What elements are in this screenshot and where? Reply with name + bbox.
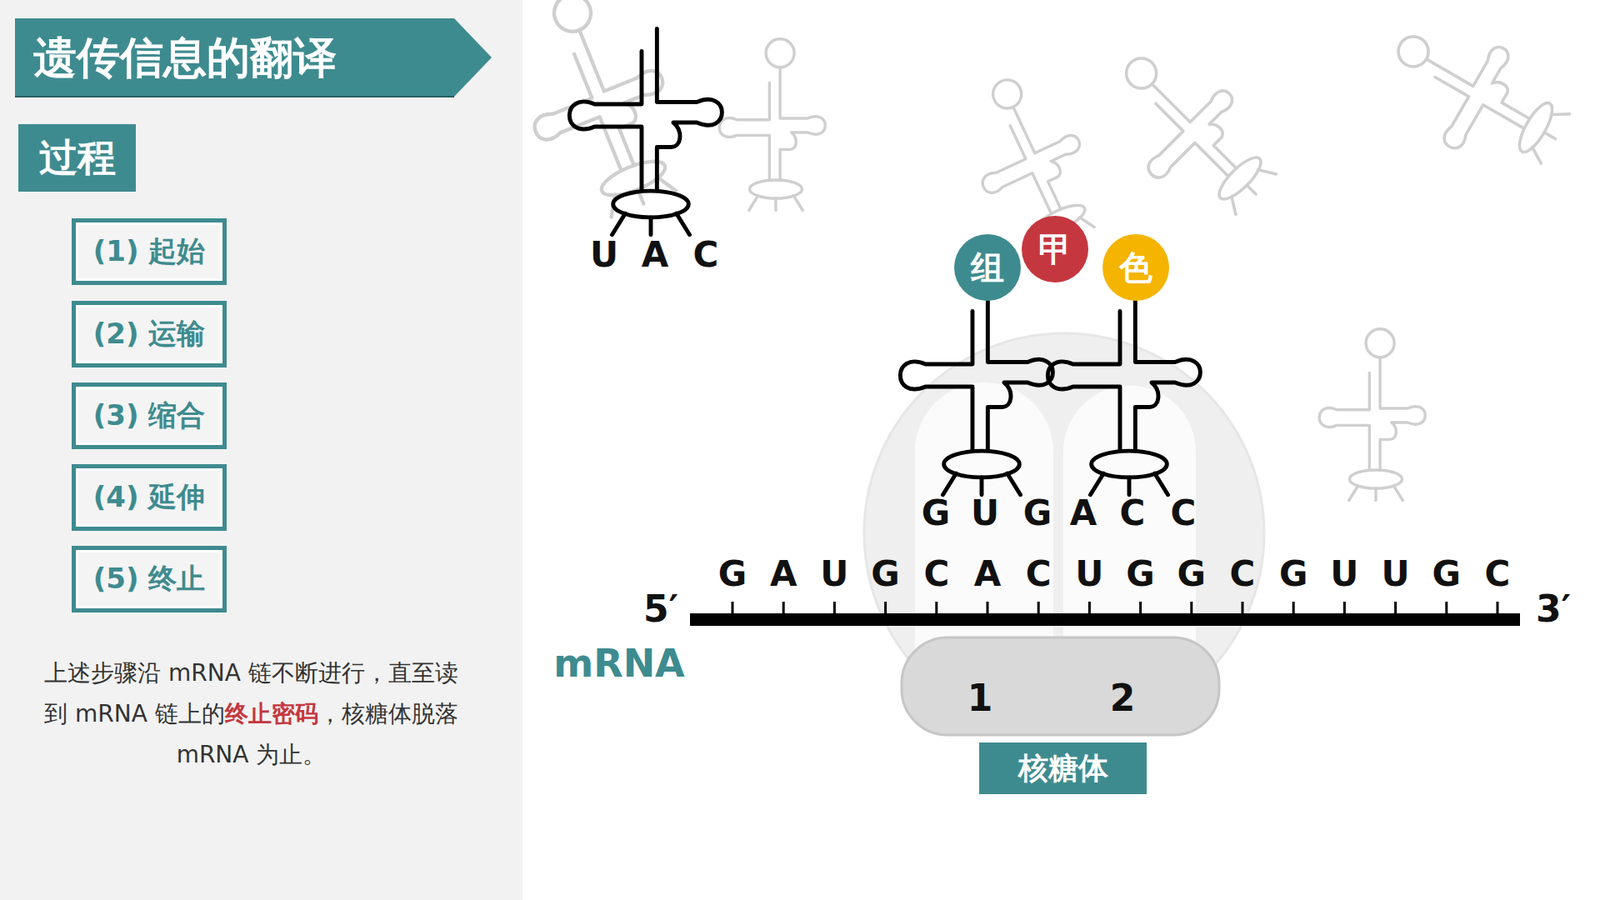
mrna-ticks — [732, 601, 1498, 617]
title-text: 遗传信息的翻译 — [33, 18, 337, 97]
anticodon-base: G — [921, 495, 950, 531]
ribosome — [864, 333, 1265, 735]
background-trna — [1319, 329, 1425, 501]
background-trna — [492, 0, 703, 231]
codon-base: G — [1432, 556, 1461, 592]
title-banner — [15, 18, 492, 97]
step-box: (1) 起始 — [71, 218, 227, 285]
codon-base: A — [770, 556, 798, 592]
background-trna — [1368, 2, 1582, 190]
node-text: (5) 终止 — [93, 560, 206, 599]
site-number: 2 — [1110, 680, 1136, 717]
step-box: (2) 运输 — [71, 300, 227, 368]
codon-base: U — [1075, 556, 1104, 592]
step-box: (5) 终止 — [71, 545, 227, 613]
base-tick — [1394, 601, 1397, 617]
anticodon-base: C — [693, 237, 720, 273]
codon-base: U — [1330, 556, 1359, 592]
amino-acid-circle: 色 — [1102, 234, 1170, 301]
anticodon-base: C — [1170, 495, 1197, 531]
node-text: (3) 缩合 — [93, 396, 206, 435]
site-number: 1 — [967, 680, 994, 717]
base-tick — [1445, 601, 1448, 617]
node-text: 过程 — [39, 132, 116, 185]
codon-base: C — [923, 556, 950, 592]
codon-base: G — [1177, 556, 1206, 592]
base-tick — [1343, 601, 1346, 617]
base-tick — [935, 601, 938, 617]
codon-base: A — [974, 556, 1002, 592]
codon-base: G — [870, 556, 900, 592]
ribosome-label-box: 核糖体 — [979, 742, 1147, 795]
base-tick — [1037, 601, 1040, 617]
node-text: 色 — [1119, 245, 1153, 291]
trna — [900, 288, 1053, 495]
anticodon-base: G — [1023, 495, 1052, 531]
strand-name: mRNA — [553, 644, 685, 683]
codon-base: C — [1485, 556, 1511, 592]
anticodon-base: U — [970, 495, 1000, 531]
highlight-term: 终止密码 — [225, 700, 319, 728]
anticodon-base: A — [641, 237, 670, 273]
background-trna — [719, 39, 825, 211]
node-text: (2) 运输 — [93, 315, 206, 354]
node-text: (4) 延伸 — [93, 478, 206, 517]
strand-end: 3′ — [1535, 590, 1571, 628]
amino-acid-circle: 组 — [954, 234, 1021, 301]
base-tick — [833, 601, 836, 617]
codon-base: U — [1381, 556, 1410, 592]
codon-base: U — [820, 556, 849, 592]
mrna-strand — [690, 601, 1520, 626]
base-tick — [1241, 601, 1245, 617]
node-text: 组 — [970, 245, 1005, 291]
base-tick — [1292, 601, 1295, 617]
base-tick — [1496, 601, 1500, 617]
node-text: 甲 — [1038, 226, 1072, 273]
trna — [1047, 288, 1200, 495]
background-trna — [1085, 29, 1293, 237]
anticodon-base: C — [1120, 495, 1146, 531]
base-tick — [782, 601, 785, 617]
ribosome-small-subunit — [901, 637, 1220, 735]
base-tick — [1139, 601, 1142, 617]
step-box: (3) 缩合 — [71, 382, 227, 450]
base-tick — [884, 601, 887, 617]
codon-base: G — [1125, 556, 1155, 592]
anticodon-base: U — [590, 237, 619, 273]
trna — [569, 28, 722, 235]
codon-base: G — [1279, 556, 1308, 592]
base-tick — [986, 601, 990, 617]
base-tick — [1088, 601, 1091, 617]
node-text: 核糖体 — [1018, 748, 1109, 790]
trna-group — [569, 28, 1200, 495]
codon-base: C — [1230, 556, 1256, 592]
note-paragraph: 上述步骤沿 mRNA 链不断进行，直至读到 mRNA 链上的终止密码，核糖体脱落… — [36, 652, 466, 775]
strand-end: 5′ — [643, 590, 679, 628]
step-box: (4) 延伸 — [71, 464, 227, 531]
codon-base: G — [718, 556, 747, 592]
banner-shadow — [15, 95, 455, 98]
amino-acid-circle: 甲 — [1021, 215, 1089, 283]
codon-base: C — [1025, 556, 1052, 592]
section-box: 过程 — [18, 124, 136, 192]
base-tick — [1190, 601, 1193, 617]
base-tick — [731, 601, 735, 617]
node-text: (1) 起始 — [93, 232, 206, 271]
anticodon-base: A — [1070, 495, 1098, 531]
left-panel — [0, 0, 523, 900]
